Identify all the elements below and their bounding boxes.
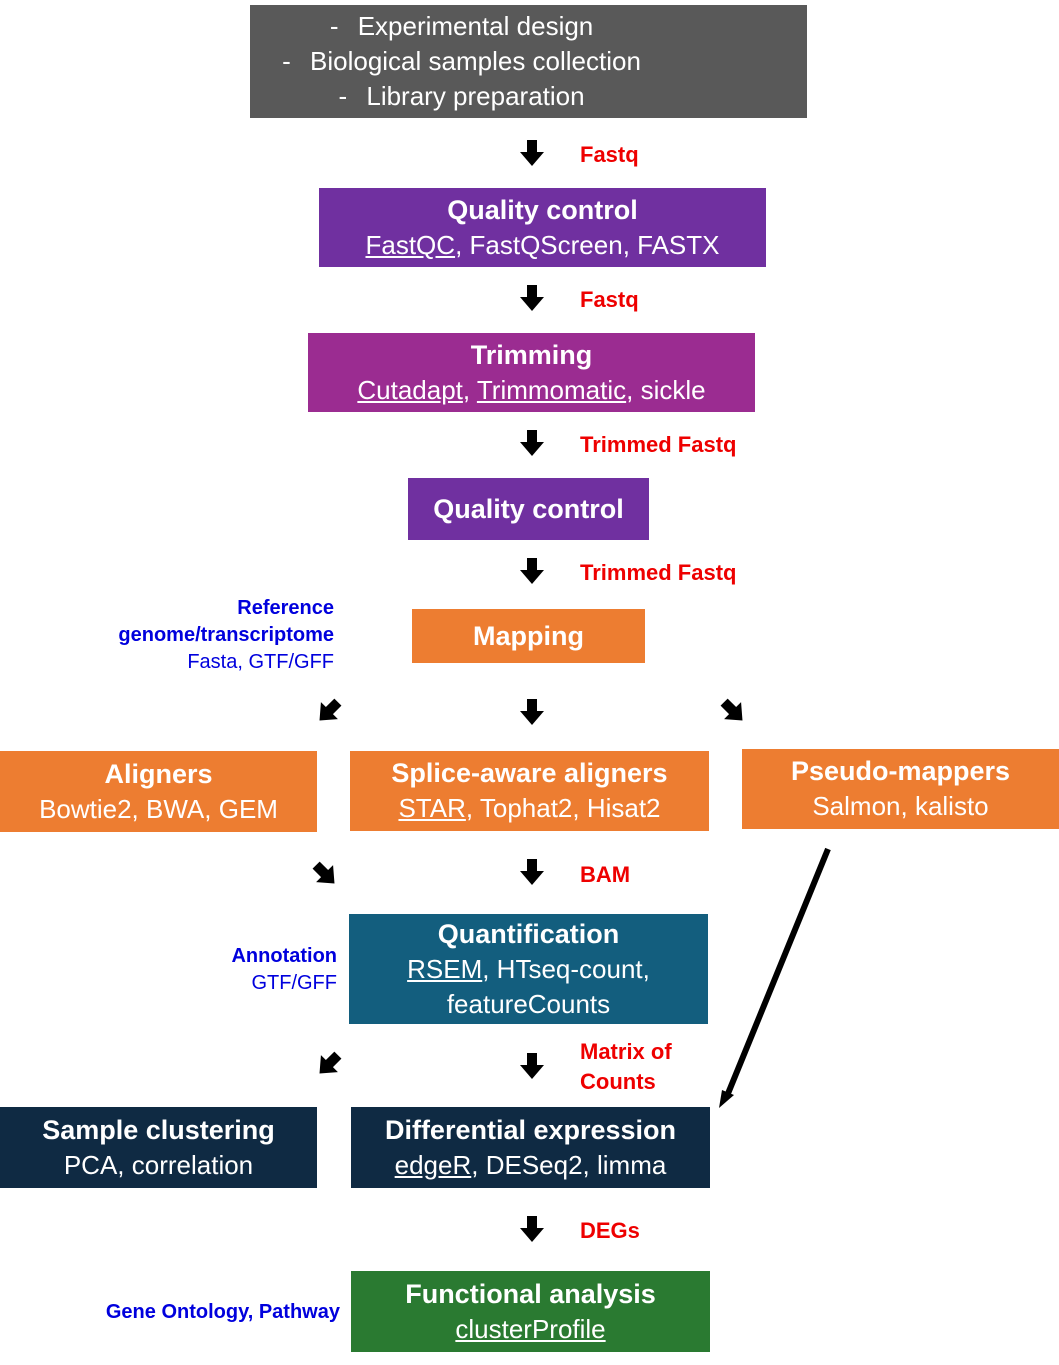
aligners-box: Aligners Bowtie2, BWA, GEM xyxy=(0,751,317,832)
flow-label-fastq: Fastq xyxy=(580,142,639,167)
mapping-box: Mapping xyxy=(412,609,645,663)
flow-label-fastq: Fastq xyxy=(580,287,639,312)
step-tools-line-2: featureCounts xyxy=(446,988,611,1019)
diagonal-arrow-icon xyxy=(311,1046,347,1082)
long-arrow-icon xyxy=(719,847,831,1108)
quantification-box: Quantification RSEM, HTseq-count, featur… xyxy=(349,914,708,1024)
down-arrow-icon xyxy=(520,558,544,584)
tool-rsem: RSEM xyxy=(407,953,483,984)
tool-fastqscreen: FastQScreen xyxy=(469,229,623,260)
diagonal-arrow-icon xyxy=(715,693,751,729)
ontology-label: Gene Ontology, Pathway xyxy=(105,1301,340,1323)
pseudo-mappers-box: Pseudo-mappers Salmon, kalisto xyxy=(742,749,1059,829)
study-design-box: -Experimental design -Biological samples… xyxy=(250,5,807,118)
down-arrow-icon xyxy=(520,430,544,456)
tool-star: STAR xyxy=(398,793,466,823)
step-tools: Cutadapt, Trimmomatic, sickle xyxy=(357,374,706,405)
diagonal-arrow-icon xyxy=(311,693,347,729)
flow-label-trimmed-fastq: Trimmed Fastq xyxy=(580,560,737,585)
step-title: Splice-aware aligners xyxy=(391,758,668,788)
step-tools: Salmon, kalisto xyxy=(812,791,989,821)
differential-expression-box: Differential expression edgeR, DESeq2, l… xyxy=(351,1107,710,1188)
step-tools: edgeR, DESeq2, limma xyxy=(394,1149,667,1180)
quality-control-2-box: Quality control xyxy=(408,478,649,540)
step-tools: STAR, Tophat2, Hisat2 xyxy=(398,793,661,823)
tool-trimmomatic: Trimmomatic xyxy=(476,374,627,405)
down-arrow-icon xyxy=(520,285,544,311)
annotation-label: Annotation GTF/GFF xyxy=(231,945,337,994)
step-title: Sample clustering xyxy=(42,1114,275,1145)
functional-analysis-box: Functional analysis clusterProfile xyxy=(351,1271,710,1352)
step-title: Mapping xyxy=(473,620,584,651)
down-arrow-icon xyxy=(520,859,544,885)
diagonal-arrow-icon xyxy=(307,856,343,892)
flow-label-matrix-of-counts: Matrix of Counts xyxy=(580,1039,672,1094)
step-title: Aligners xyxy=(104,758,213,789)
step-title: Quality control xyxy=(433,493,624,524)
down-arrow-icon xyxy=(520,140,544,166)
step-tools: FastQC, FastQScreen, FASTX xyxy=(365,229,720,260)
step-title: Differential expression xyxy=(384,1114,677,1145)
flow-label-degs: DEGs xyxy=(580,1218,640,1243)
step-tools: RSEM, HTseq-count, xyxy=(407,953,650,984)
trimming-box: Trimming Cutadapt, Trimmomatic, sickle xyxy=(308,333,755,412)
tool-fastx: FASTX xyxy=(637,229,720,260)
reference-label: Reference genome/transcriptome Fasta, GT… xyxy=(118,597,334,673)
tool-edger: edgeR xyxy=(394,1149,472,1180)
step-title: Quality control xyxy=(447,194,638,225)
flow-label-bam: BAM xyxy=(580,862,631,887)
step-title: Pseudo-mappers xyxy=(790,756,1011,786)
step-tools: Bowtie2, BWA, GEM xyxy=(39,793,278,824)
step-tools: PCA, correlation xyxy=(63,1149,254,1180)
tool-fastqc: FastQC xyxy=(365,229,456,260)
tool-clusterprofile: clusterProfile xyxy=(455,1313,606,1344)
study-design-list: -Experimental design -Biological samples… xyxy=(263,9,641,114)
quality-control-box: Quality control FastQC, FastQScreen, FAS… xyxy=(319,188,766,267)
sample-clustering-box: Sample clustering PCA, correlation xyxy=(0,1107,317,1188)
step-title: Quantification xyxy=(437,918,620,949)
list-item: -Library preparation xyxy=(338,81,585,111)
splice-aware-aligners-box: Splice-aware aligners STAR, Tophat2, His… xyxy=(350,751,709,831)
down-arrow-icon xyxy=(520,1053,544,1079)
step-title: Trimming xyxy=(470,339,593,370)
down-arrow-icon xyxy=(520,1216,544,1242)
step-title: Functional analysis xyxy=(405,1278,656,1309)
tool-cutadapt: Cutadapt xyxy=(357,374,463,405)
flow-label-trimmed-fastq: Trimmed Fastq xyxy=(580,432,737,457)
step-tools: clusterProfile xyxy=(455,1312,605,1347)
tool-sickle: sickle xyxy=(640,374,706,405)
list-item: -Experimental design xyxy=(329,11,594,41)
list-item: -Biological samples collection xyxy=(282,46,641,76)
down-arrow-icon xyxy=(520,699,544,725)
